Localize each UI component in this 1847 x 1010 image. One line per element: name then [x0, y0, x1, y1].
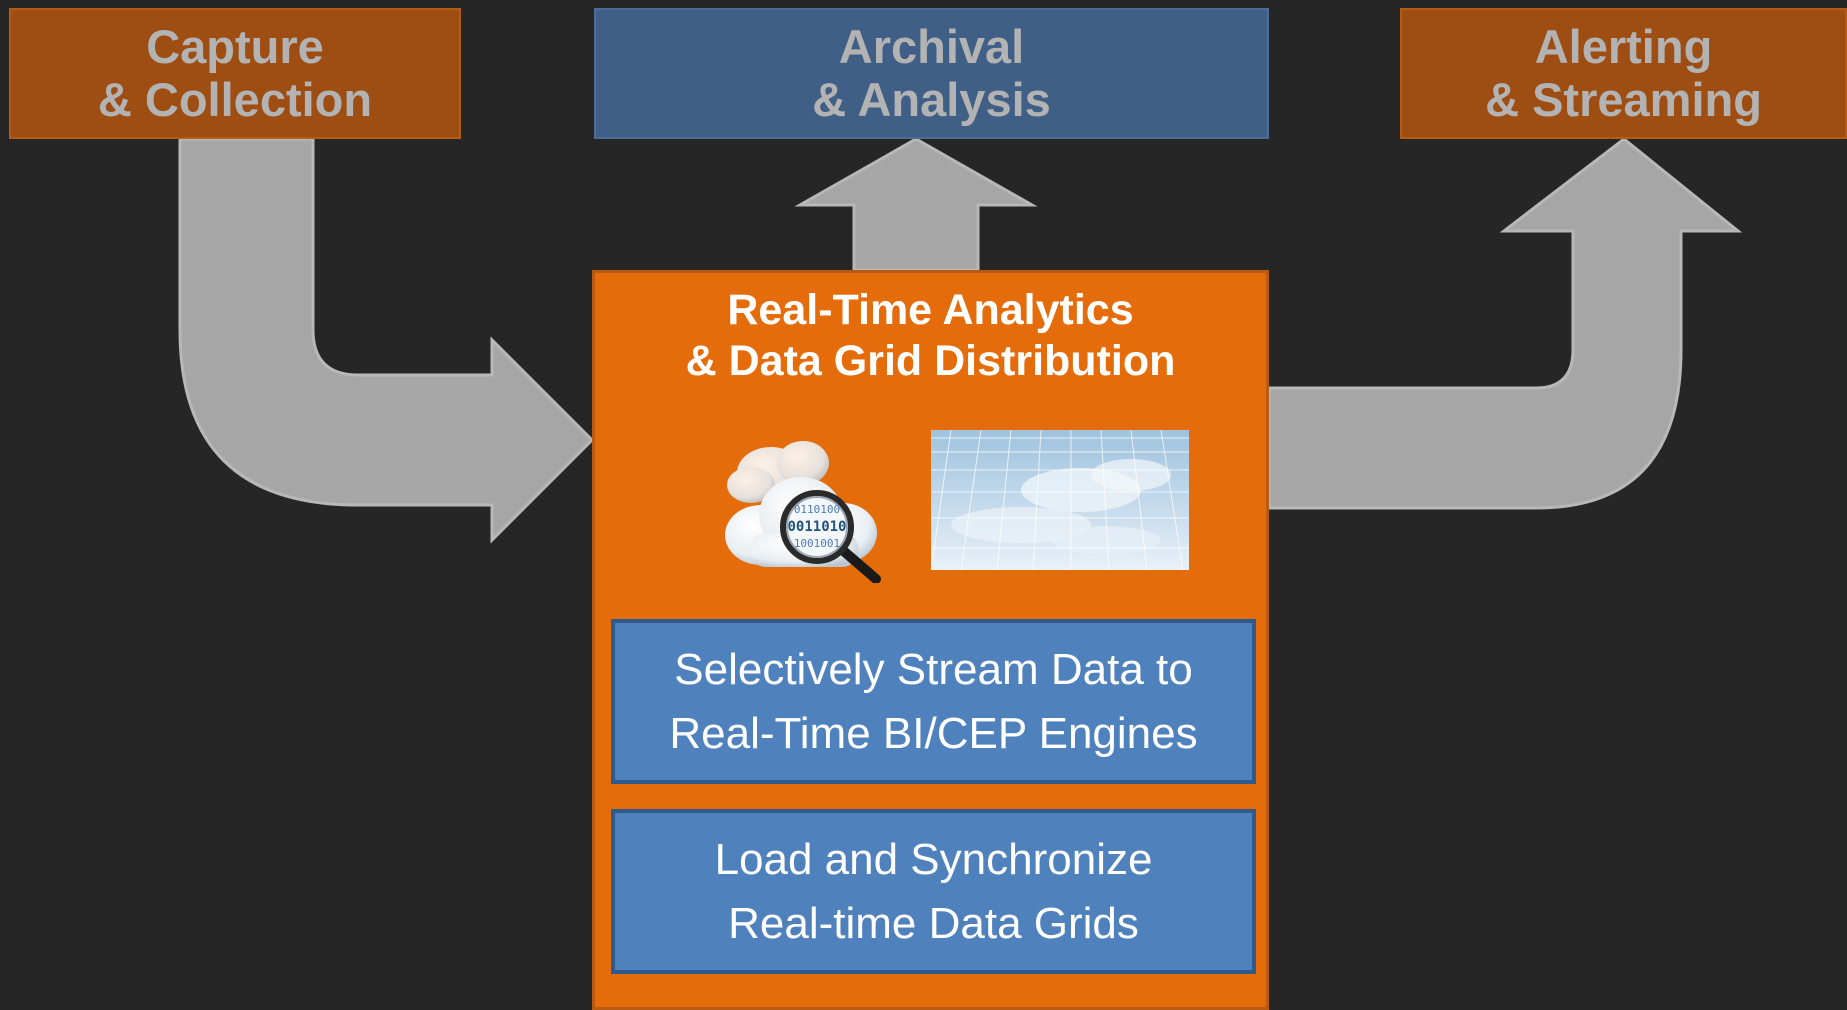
cloud-search-icon: 0110100 0011010 1001001 — [725, 441, 881, 583]
capture-label-line1: Capture — [146, 19, 324, 73]
load-box-line1: Load and Synchronize — [714, 834, 1153, 884]
magnifier-digits-3: 1001001 — [794, 537, 840, 550]
stream-box-line1: Selectively Stream Data to — [674, 644, 1193, 694]
stream-data-box: Selectively Stream Data to Real-Time BI/… — [611, 619, 1256, 784]
center-title-line1: Real-Time Analytics — [727, 286, 1134, 334]
sky-grid-image — [931, 430, 1189, 570]
capture-collection-box: Capture & Collection — [9, 8, 461, 139]
center-title-line2: & Data Grid Distribution — [685, 336, 1176, 385]
magnifier-digits-2: 0011010 — [787, 519, 846, 535]
alerting-label-line2: & Streaming — [1485, 72, 1762, 126]
alerting-streaming-box: Alerting & Streaming — [1400, 8, 1847, 139]
archival-analysis-box: Archival & Analysis — [594, 8, 1269, 139]
center-panel-title: Real-Time Analytics & Data Grid Distribu… — [595, 285, 1266, 386]
magnifier-digits-1: 0110100 — [794, 503, 840, 516]
center-to-archival-arrow — [794, 137, 1038, 272]
load-synchronize-box: Load and Synchronize Real-time Data Grid… — [611, 809, 1256, 974]
load-box-line2: Real-time Data Grids — [728, 898, 1139, 948]
center-to-alerting-arrow — [1267, 137, 1743, 510]
capture-label-line2: & Collection — [97, 72, 373, 126]
archival-label-line2: & Analysis — [812, 72, 1051, 126]
alerting-label-line1: Alerting — [1534, 19, 1713, 73]
stream-box-line2: Real-Time BI/CEP Engines — [669, 708, 1198, 758]
real-time-analytics-panel: Real-Time Analytics & Data Grid Distribu… — [592, 270, 1269, 1010]
capture-to-center-arrow — [178, 137, 595, 544]
archival-label-line1: Archival — [838, 19, 1025, 73]
